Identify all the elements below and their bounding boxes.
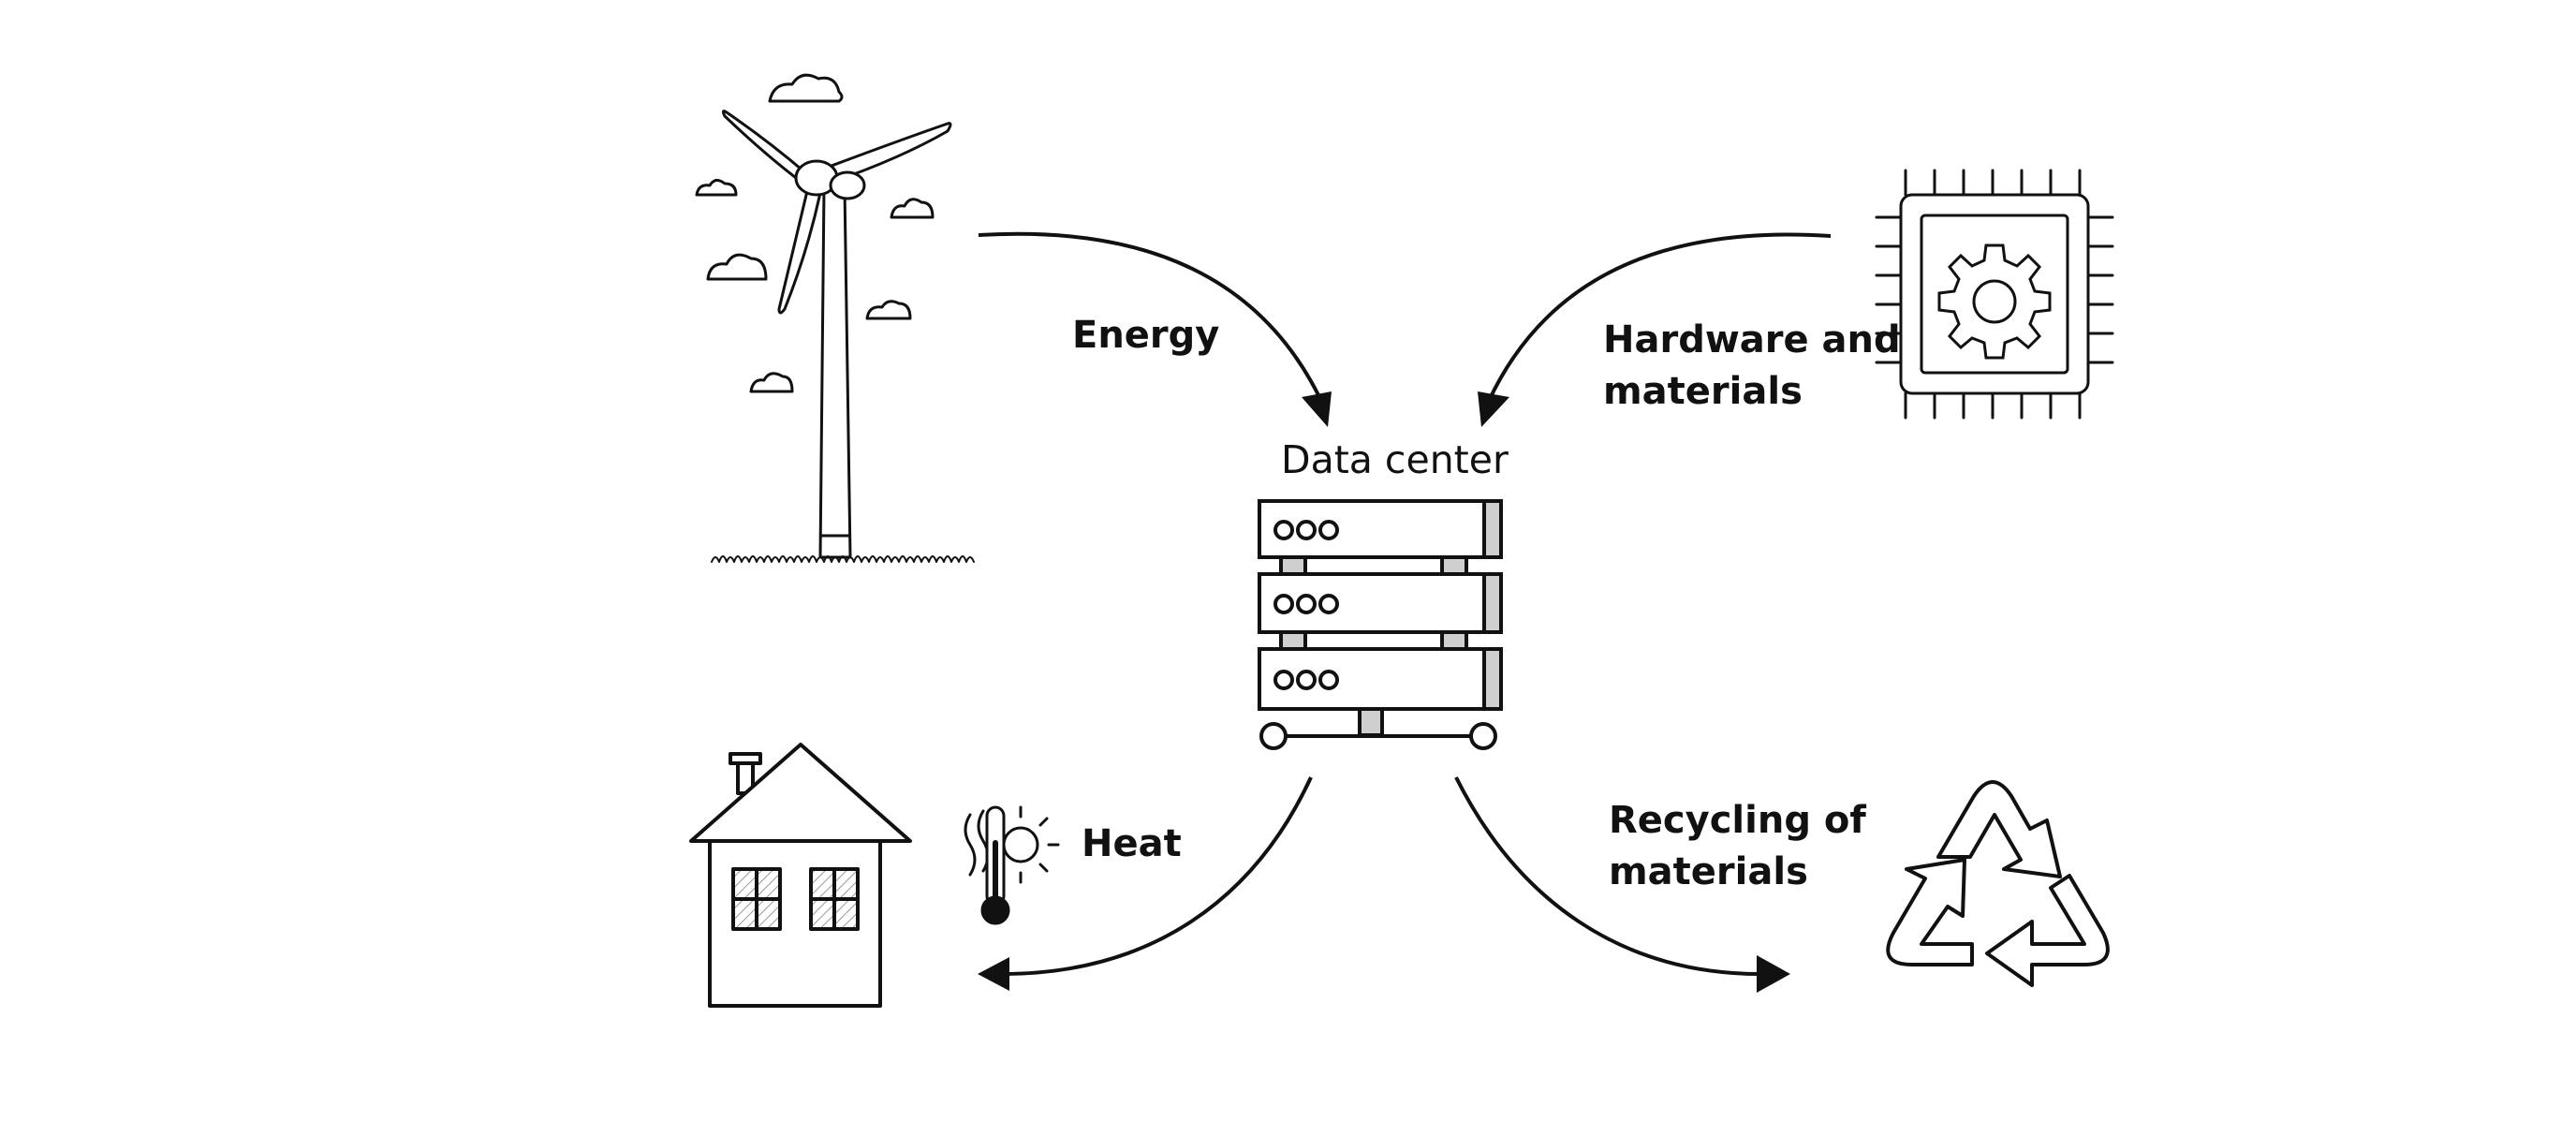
cloud-icon <box>749 372 794 393</box>
label-data-center: Data center <box>1281 437 1509 482</box>
label-energy: Energy <box>1072 314 1220 357</box>
label-recycling-line1: Recycling of <box>1609 799 1866 842</box>
recycle-icon <box>1886 780 2110 987</box>
label-hardware-line2: materials <box>1603 370 1803 413</box>
arrow-energy <box>978 231 1332 427</box>
thermometer-icon <box>964 805 1060 925</box>
arrow-hardware <box>1478 232 1832 427</box>
cloud-icon <box>695 179 738 197</box>
gear-icon <box>1937 243 2052 360</box>
cloud-icon <box>865 300 912 320</box>
wind-turbine-icon <box>695 73 975 563</box>
label-heat: Heat <box>1082 822 1182 865</box>
server-unit <box>1258 647 1503 711</box>
server-unit <box>1258 572 1503 634</box>
window <box>809 867 860 931</box>
cloud-icon <box>768 73 844 103</box>
cloud-icon <box>890 198 935 219</box>
window <box>731 867 782 931</box>
server-unit <box>1258 499 1503 559</box>
house-icon <box>689 743 912 1008</box>
cloud-icon <box>706 253 768 281</box>
arrow-recycling <box>1454 776 1790 993</box>
label-recycling-line2: materials <box>1609 850 1808 893</box>
label-hardware-line1: Hardware and <box>1603 318 1901 361</box>
arrow-heat <box>978 776 1313 991</box>
cpu-chip-icon <box>1875 169 2114 420</box>
server-rack-icon <box>1258 499 1503 750</box>
